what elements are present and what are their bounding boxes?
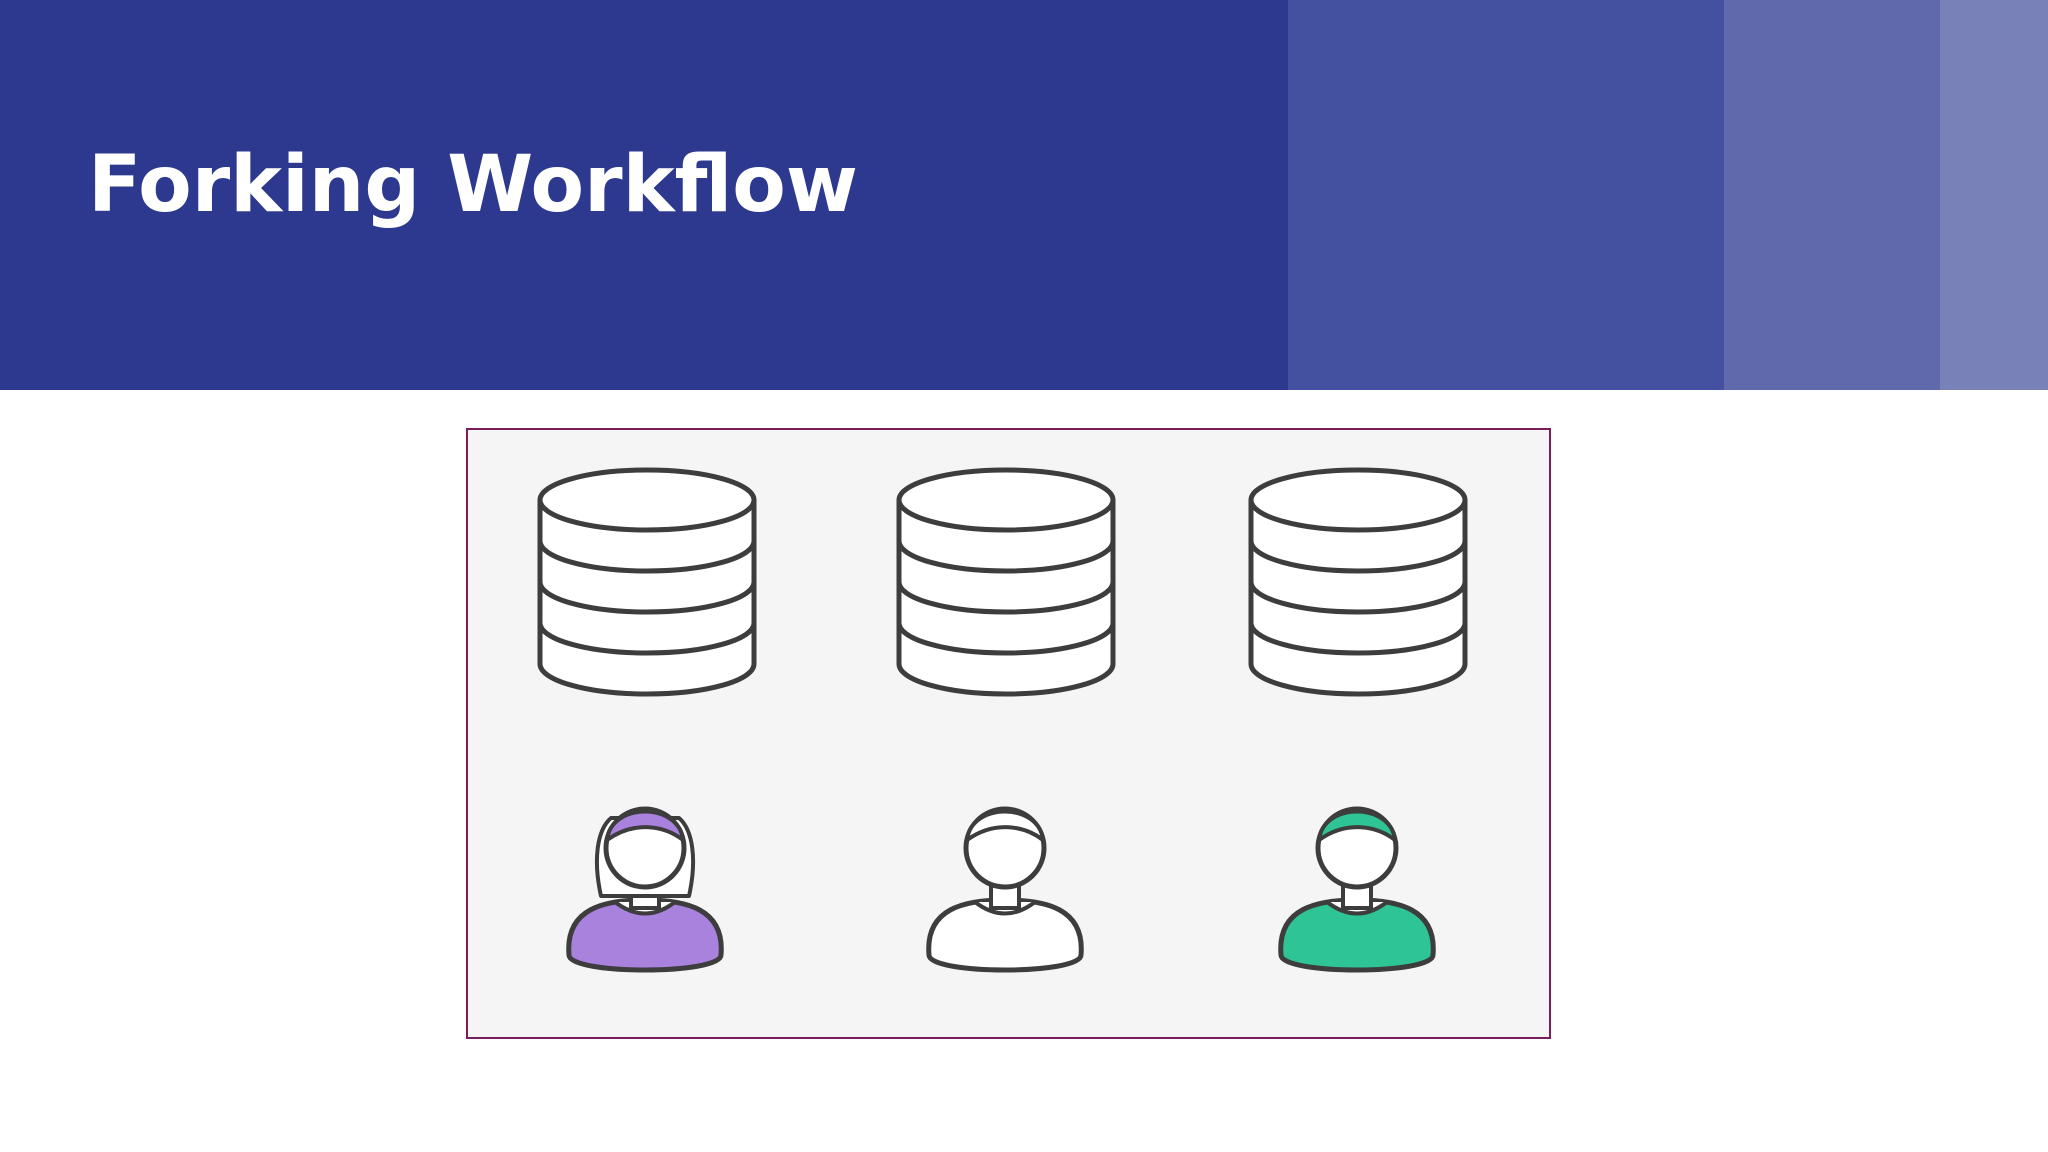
- slide-title: Forking Workflow: [88, 140, 858, 230]
- developer-1-developer-icon: [566, 806, 724, 973]
- repository-2-database-icon: [896, 467, 1116, 697]
- header-band: [1940, 0, 2048, 390]
- developer-2-developer-icon: [926, 806, 1084, 973]
- header-band: [1288, 0, 1724, 390]
- repository-1-database-icon: [537, 467, 757, 697]
- forking-workflow-figure: [466, 428, 1551, 1039]
- diagram-canvas: [537, 467, 1468, 973]
- repository-3-database-icon: [1248, 467, 1468, 697]
- developer-3-developer-icon: [1278, 806, 1436, 973]
- slide-header: Forking Workflow: [0, 0, 2048, 390]
- header-band: [1724, 0, 1940, 390]
